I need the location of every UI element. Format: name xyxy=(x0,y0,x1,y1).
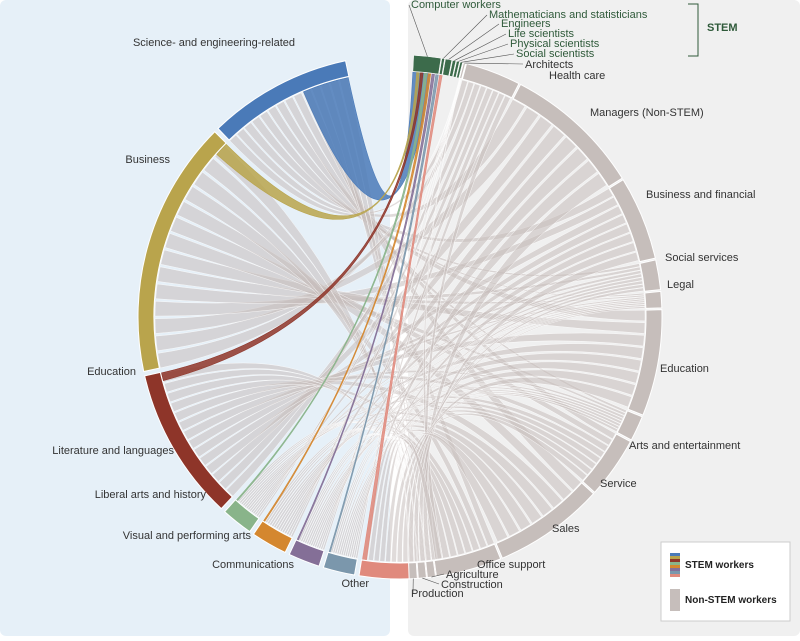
legend-item-non-stem: Non-STEM workers xyxy=(685,595,777,606)
occupation-label: Service xyxy=(600,478,637,490)
arc-occupation xyxy=(426,561,436,578)
occupation-label: Arts and entertainment xyxy=(629,440,740,452)
major-label-liberal: Liberal arts and history xyxy=(95,489,207,501)
arc-stem-occupation xyxy=(413,55,441,74)
occupation-label: Production xyxy=(411,588,464,600)
arc-occupation xyxy=(409,562,418,578)
major-label-other: Other xyxy=(341,578,369,590)
occupation-label: Sales xyxy=(552,523,580,535)
arc-occupation xyxy=(645,291,662,308)
major-label-science: Science- and engineering-related xyxy=(133,37,295,49)
occupation-label: Health care xyxy=(549,70,605,82)
major-label-business: Business xyxy=(125,154,170,166)
major-label-literature: Literature and languages xyxy=(52,445,174,457)
stem-bracket-label: STEM xyxy=(707,22,738,34)
legend-non-stem-swatch xyxy=(670,589,680,611)
arc-occupation xyxy=(417,562,426,579)
occupation-label: Legal xyxy=(667,279,694,291)
legend-item-stem: STEM workers xyxy=(685,560,754,571)
stem-occupation-label: Computer workers xyxy=(411,0,501,11)
legend: STEM workers Non-STEM workers xyxy=(661,542,790,621)
occupation-label: Social services xyxy=(665,252,739,264)
major-label-education: Education xyxy=(87,366,136,378)
occupation-label: Education xyxy=(660,363,709,375)
legend-box xyxy=(661,542,790,621)
legend-stem-swatch xyxy=(670,553,680,577)
major-label-communications: Communications xyxy=(212,559,294,571)
major-label-visual: Visual and performing arts xyxy=(123,530,252,542)
occupation-label: Managers (Non-STEM) xyxy=(590,107,704,119)
occupation-label: Business and financial xyxy=(646,189,755,201)
